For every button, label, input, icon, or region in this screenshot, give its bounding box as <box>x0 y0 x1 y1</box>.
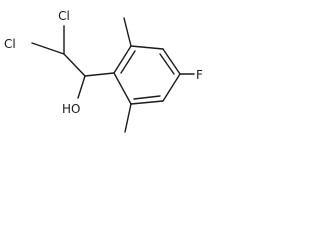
atom-label-cl-upper: Cl <box>58 9 70 23</box>
ring-bond-c3-c4 <box>113 45 132 74</box>
ring-double-bond-inner-1 <box>120 50 136 74</box>
chemical-structure: Cl Cl HO F <box>0 0 241 151</box>
atom-label-hydroxyl: HO <box>62 102 80 116</box>
ring-double-bond-inner-3 <box>133 95 161 100</box>
atom-label-fluorine: F <box>196 68 203 82</box>
ring-double-bond-inner-2 <box>159 53 175 75</box>
bond-c1-c2 <box>63 53 86 77</box>
bond-methyl-bottom <box>124 103 132 133</box>
ring-bond-c8-c3 <box>113 72 132 105</box>
ring-bond-c6-c7 <box>162 73 181 102</box>
bond-c2-ring <box>84 72 115 77</box>
ring-bond-c5-c6 <box>162 48 181 75</box>
ring-bond-c7-c8 <box>130 100 164 105</box>
atom-label-cl-left: Cl <box>4 37 16 51</box>
bond-methyl-top <box>123 17 132 47</box>
bond-c1-cl-left <box>31 42 65 55</box>
bond-c2-oh <box>77 75 86 99</box>
ring-bond-c4-c5 <box>130 45 164 50</box>
